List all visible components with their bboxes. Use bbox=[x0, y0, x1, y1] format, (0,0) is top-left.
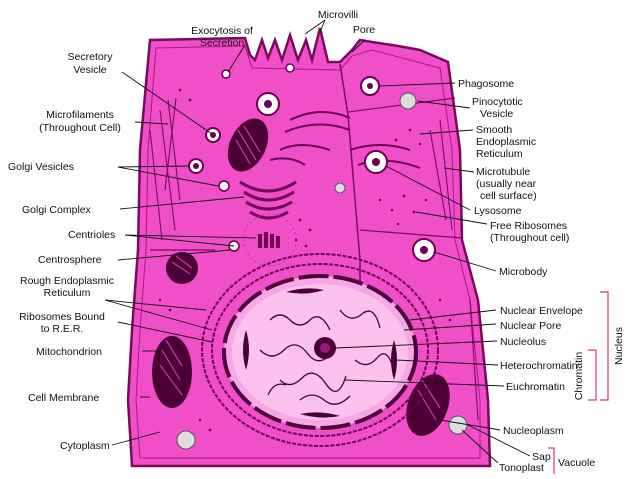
label-mitochondrion: Mitochondrion bbox=[36, 346, 102, 358]
label-nuclear-pore: Nuclear Pore bbox=[500, 320, 561, 332]
label-vacuole: Vacuole bbox=[558, 457, 595, 469]
label-pore-top: Pore bbox=[353, 24, 375, 36]
label-golgi-vesicles: Golgi Vesicles bbox=[8, 161, 74, 173]
label-smooth-er: Reticulum bbox=[476, 148, 523, 160]
label-cytoplasm: Cytoplasm bbox=[60, 440, 110, 452]
label-nucleus: Nucleus bbox=[613, 327, 625, 365]
label-golgi-complex: Golgi Complex bbox=[22, 204, 92, 216]
label-microtubule: Microtubule bbox=[476, 166, 530, 178]
label-exocytosis: Exocytosis of bbox=[191, 25, 253, 37]
label-secretory-vesicle: Secretory bbox=[68, 51, 114, 63]
label-centrioles: Centrioles bbox=[68, 229, 115, 241]
label-ribosomes-bound: to R.E.R. bbox=[41, 323, 84, 335]
label-microtubule: cell surface) bbox=[480, 190, 537, 202]
label-centrosphere: Centrosphere bbox=[38, 254, 102, 266]
label-cell-membrane: Cell Membrane bbox=[28, 392, 99, 404]
label-smooth-er: Endoplasmic bbox=[476, 136, 536, 148]
nucleus-shape bbox=[224, 276, 416, 428]
label-rough-er: Reticulum bbox=[44, 287, 91, 299]
label-microvilli: Microvilli bbox=[318, 9, 358, 21]
label-free-ribosomes: Free Ribosomes bbox=[490, 220, 567, 232]
label-nucleoplasm: Nucleoplasm bbox=[503, 425, 564, 437]
label-microbody: Microbody bbox=[499, 266, 548, 278]
label-pinocytotic-vesicle: Vesicle bbox=[480, 108, 513, 120]
label-nucleolus: Nucleolus bbox=[500, 336, 546, 348]
label-ribosomes-bound: Ribosomes Bound bbox=[19, 311, 105, 323]
label-chromatin: Chromatin bbox=[573, 352, 585, 401]
label-microfilaments: Microfilaments bbox=[46, 109, 114, 121]
label-euchromatin: Euchromatin bbox=[506, 381, 565, 393]
label-microfilaments: (Throughout Cell) bbox=[39, 122, 121, 134]
svg-text:Microfilaments(Throughout Cell: Microfilaments(Throughout Cell) bbox=[39, 109, 121, 134]
label-heterochromatin: Heterochromatin bbox=[500, 360, 578, 372]
label-pinocytotic-vesicle: Pinocytotic bbox=[472, 96, 523, 108]
label-rough-er: Rough Endoplasmic bbox=[20, 275, 114, 287]
label-tonoplast: Tonoplast bbox=[499, 462, 544, 474]
label-secretory-vesicle: Vesicle bbox=[73, 64, 106, 76]
label-microtubule: (usually near bbox=[476, 178, 537, 190]
svg-text:Free Ribosomes(Throughout cell: Free Ribosomes(Throughout cell) bbox=[490, 220, 569, 244]
label-smooth-er: Smooth bbox=[476, 124, 512, 136]
label-phagosome: Phagosome bbox=[458, 78, 514, 90]
label-exocytosis: Secretion bbox=[200, 37, 245, 49]
label-free-ribosomes: (Throughout cell) bbox=[490, 232, 569, 244]
label-lysosome: Lysosome bbox=[474, 205, 522, 217]
label-nuclear-envelope: Nuclear Envelope bbox=[500, 305, 583, 317]
cell-body bbox=[128, 28, 490, 466]
